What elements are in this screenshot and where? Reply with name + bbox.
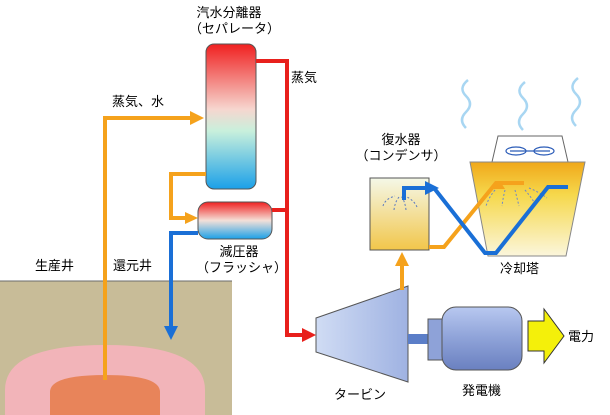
flasher-label: 減圧器 （フラッシャ） [196, 245, 288, 277]
cooling-tower-label: 冷却塔 [500, 262, 540, 277]
condenser-label-line1: 復水器 [381, 133, 421, 148]
flasher-label-line2: （フラッシャ） [196, 261, 288, 276]
separator-vessel [205, 43, 257, 190]
steam-plumes [460, 77, 582, 131]
turbine [315, 285, 409, 383]
separator-label-line1: 汽水分離器 [196, 6, 262, 21]
shaft [408, 334, 430, 344]
condenser-label-line2: （コンデンサ） [355, 149, 447, 164]
reservoir-inner [50, 375, 160, 415]
power-label: 電力 [568, 330, 595, 345]
steam-pipes [256, 59, 302, 337]
condenser-label: 復水器 （コンデンサ） [353, 133, 449, 165]
separator-label: 汽水分離器 （セパレータ） [189, 6, 281, 38]
cold-water-pipes [169, 185, 568, 326]
turbine-label: タービン [334, 388, 387, 403]
cold-water-arrowheads [164, 181, 439, 340]
steam-arrowhead [302, 328, 316, 342]
steam-water-label: 蒸気、水 [112, 95, 165, 110]
separator-label-line2: （セパレータ） [189, 22, 281, 37]
flasher-vessel [197, 201, 273, 240]
generator-label: 発電機 [462, 384, 502, 399]
power-arrow [527, 307, 565, 365]
generator [427, 306, 523, 371]
hot-water-pipes [103, 116, 524, 380]
flasher-label-line1: 減圧器 [219, 245, 259, 260]
reinjection-well-label: 還元井 [113, 259, 153, 274]
production-well-label: 生産井 [35, 259, 75, 274]
steam-label: 蒸気 [291, 71, 318, 86]
hot-water-arrowheads [185, 111, 505, 266]
